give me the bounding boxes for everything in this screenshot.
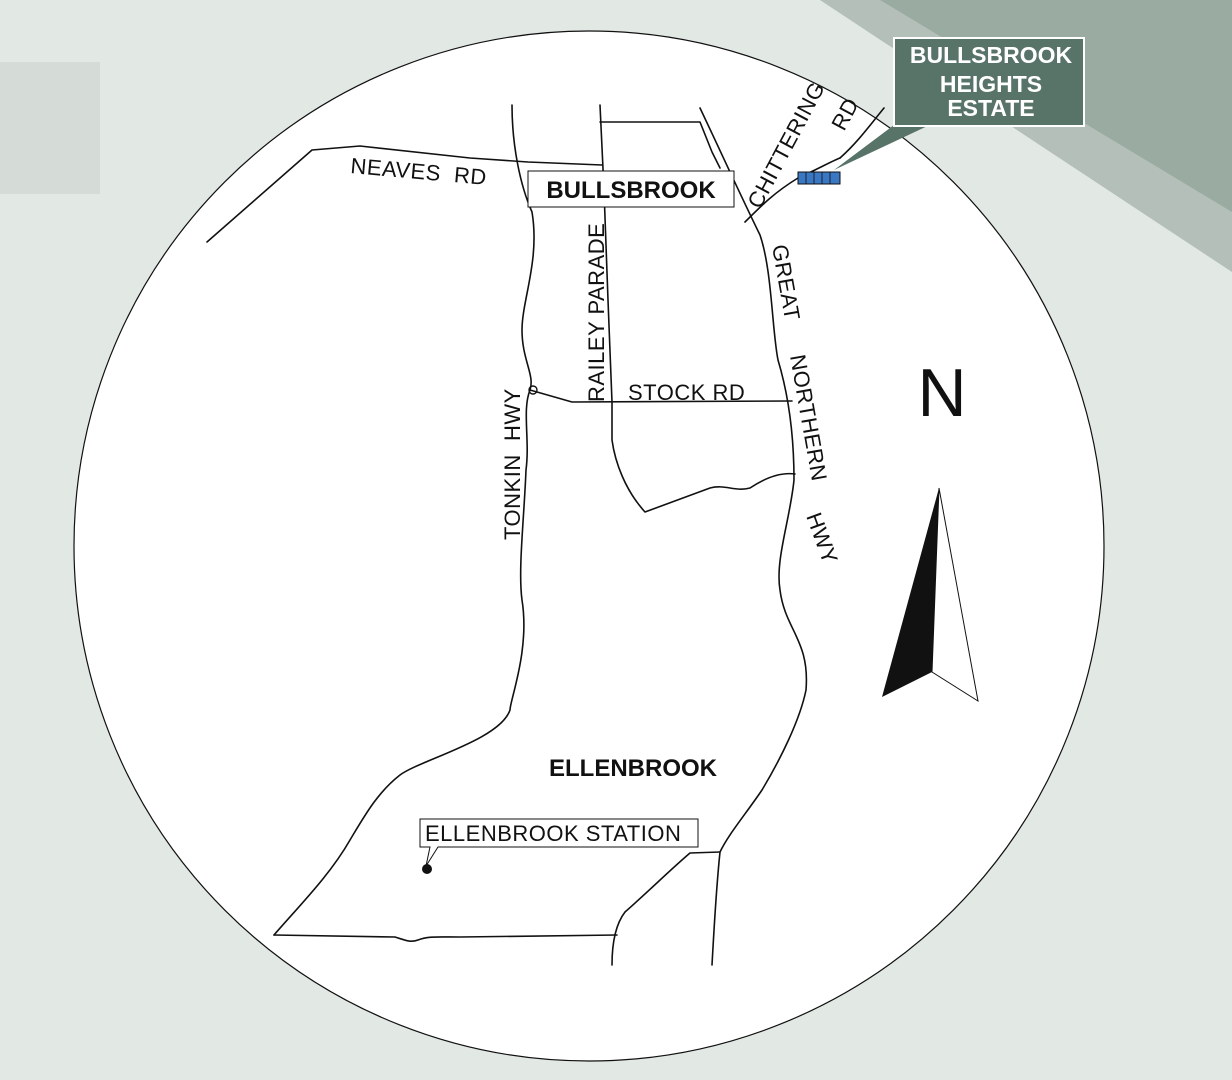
station-label: ELLENBROOK STATION [425,821,681,846]
road-network [206,104,885,966]
bullsbrook-label-box [527,170,735,208]
north-arrow-dark-half [882,488,939,697]
bullsbrook-loop-line [599,121,721,169]
callout-line-3: ESTATE [947,95,1034,121]
callout-box [893,37,1085,127]
railey-parade-line [599,104,613,403]
estate-lot-lines [805,172,831,184]
chittering-rd-north-line [839,107,885,159]
stock-rd-label: STOCK RD [628,380,745,405]
station-label-box [419,818,699,867]
estate-block [797,171,841,185]
station-link-road-line [611,851,721,966]
great-northern-hwy-line [699,107,808,966]
map-circle [73,30,1105,1062]
callout-pointer [834,122,936,170]
estate-callout[interactable]: BULLSBROOK HEIGHTS ESTATE [893,37,1085,127]
north-label: N [917,355,966,431]
bullsbrook-label: BULLSBROOK [546,177,716,204]
neaves-rd-line [206,145,603,243]
stock-rd-line [529,389,793,403]
north-arrow-light-half [931,487,979,703]
local-road-south [611,401,796,513]
southern-road-line [273,934,618,943]
interchange-marker [528,385,538,395]
callout-line-2: HEIGHTS [940,71,1042,97]
tonkin-hwy-line [273,104,535,936]
ellenbrook-label: ELLENBROOK [549,755,718,782]
callout-line-1: BULLSBROOK [910,42,1073,68]
railey-parade-label: RAILEY PARADE [584,223,609,402]
tonkin-hwy-label: TONKIN HWY [500,388,525,540]
north-arrow-icon: N [882,355,979,703]
left-edge-panel [0,62,100,194]
station-marker [422,864,432,874]
ellenbrook-station[interactable]: ELLENBROOK STATION [419,818,699,874]
estate-marker[interactable] [797,171,841,185]
